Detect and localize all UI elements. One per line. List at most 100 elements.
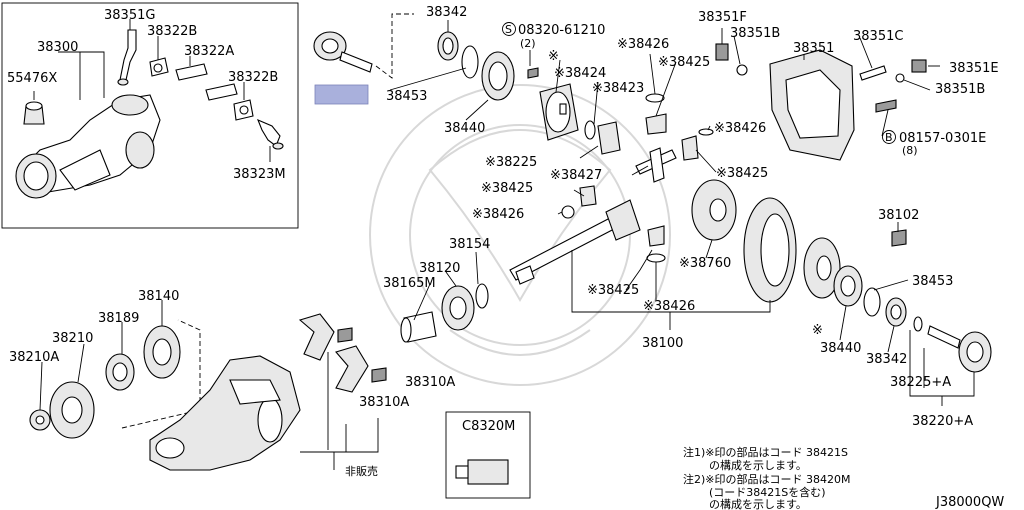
drive-pinion-38100 bbox=[509, 199, 641, 285]
spacer-38154 bbox=[475, 283, 489, 309]
gasket-38351b-top bbox=[736, 64, 748, 76]
label-38100: 38100 bbox=[642, 336, 683, 351]
note-2-line-2: (コード38421Sを含む) bbox=[709, 485, 826, 499]
pinion-38425-lower bbox=[647, 225, 665, 247]
diff-case-right bbox=[803, 237, 841, 299]
bearing-38440-top bbox=[481, 51, 515, 101]
ring-gear bbox=[743, 197, 797, 303]
label-38425-c: ※38425 bbox=[481, 181, 533, 196]
label-star-mark-right: ※ bbox=[812, 323, 823, 338]
note-1-line-1: 注1)※印の部品はコード 38421S bbox=[683, 445, 848, 459]
label-hanbai: 非販売 bbox=[345, 465, 378, 478]
label-38423: ※38423 bbox=[592, 81, 644, 96]
watermark-emblem bbox=[369, 84, 671, 386]
washer-38425-left bbox=[579, 185, 597, 207]
b-circle-icon: B bbox=[882, 130, 896, 144]
label-38426-c: ※38426 bbox=[472, 207, 524, 222]
note-2-line-3: の構成を示します。 bbox=[709, 498, 807, 510]
label-38453-top: 38453 bbox=[386, 89, 427, 104]
bearing-38342-right bbox=[885, 297, 907, 327]
rear-cover-38351 bbox=[769, 49, 855, 161]
label-38120: 38120 bbox=[419, 261, 460, 276]
label-38140: 38140 bbox=[138, 289, 179, 304]
spacer-38453-top bbox=[461, 45, 479, 79]
diagram-code: J38000QW bbox=[935, 495, 1004, 510]
label-38351: 38351 bbox=[793, 41, 834, 56]
side-gear-38760 bbox=[691, 179, 737, 241]
label-38310a-b: 38310A bbox=[359, 395, 409, 410]
label-38426-b: ※38426 bbox=[714, 121, 766, 136]
label-38351g: 38351G bbox=[104, 8, 155, 23]
breather-hose-38351g bbox=[117, 29, 137, 86]
side-flange-38220a bbox=[927, 325, 992, 373]
label-38210: 38210 bbox=[52, 331, 93, 346]
label-38760: ※38760 bbox=[679, 256, 731, 271]
seal-ring-right bbox=[913, 316, 923, 332]
label-38351b-b: 38351B bbox=[935, 82, 985, 97]
label-38225: ※38225 bbox=[485, 155, 537, 170]
label-38220a: 38220+A bbox=[912, 414, 973, 429]
label-38300: 38300 bbox=[37, 40, 78, 55]
spacer-38453-right bbox=[863, 287, 881, 317]
bearing-38120 bbox=[441, 285, 475, 331]
breather-38323m bbox=[256, 118, 284, 150]
c8320m-box bbox=[445, 411, 531, 499]
gear-carrier-housing bbox=[149, 355, 301, 471]
label-38425-b: ※38425 bbox=[716, 166, 768, 181]
inset-frame bbox=[1, 2, 299, 229]
label-38210a: 38210A bbox=[9, 350, 59, 365]
washer-38426-left bbox=[561, 205, 575, 219]
label-38322b-lower: 38322B bbox=[228, 70, 278, 85]
bearing-38342-top bbox=[437, 31, 459, 61]
companion-flange bbox=[313, 31, 373, 73]
collapsible-spacer-38165m bbox=[400, 311, 437, 343]
label-38165m: 38165M bbox=[383, 276, 436, 291]
note-1-line-2: の構成を示します。 bbox=[709, 459, 807, 472]
thrust-38225 bbox=[584, 120, 596, 140]
label-38310a-a: 38310A bbox=[405, 375, 455, 390]
seal-55476x bbox=[23, 101, 45, 125]
flange-38210 bbox=[49, 381, 95, 439]
inset-leaders bbox=[33, 19, 271, 162]
label-38440-top: 38440 bbox=[444, 121, 485, 136]
label-08157-qty: (8) bbox=[902, 144, 918, 157]
label-38425-a: ※38425 bbox=[658, 55, 710, 70]
label-38427: ※38427 bbox=[550, 168, 602, 183]
label-38102: 38102 bbox=[878, 208, 919, 223]
diff-case-38424 bbox=[539, 83, 579, 141]
label-08320: 08320-61210 bbox=[518, 23, 605, 38]
label-38322b-upper: 38322B bbox=[147, 24, 197, 39]
label-38351b-a: 38351B bbox=[730, 26, 780, 41]
label-38426-a: ※38426 bbox=[617, 37, 669, 52]
note-2-line-1: 注2)※印の部品はコード 38420M bbox=[683, 472, 851, 486]
label-38225a: 38225+A bbox=[890, 375, 951, 390]
screw-08320 bbox=[527, 67, 539, 79]
label-38323m: 38323M bbox=[233, 167, 286, 182]
gear-38423 bbox=[597, 121, 621, 155]
bolt-38102 bbox=[891, 229, 907, 247]
bolt-08157 bbox=[875, 99, 897, 113]
label-38351e: 38351E bbox=[949, 61, 999, 76]
label-38342-right: 38342 bbox=[866, 352, 907, 367]
nut-38210a bbox=[29, 409, 51, 431]
svg-text:S: S bbox=[505, 23, 512, 36]
highlight-box bbox=[314, 84, 369, 105]
label-38351c: 38351C bbox=[853, 29, 903, 44]
label-38440-right: 38440 bbox=[820, 341, 861, 356]
label-38425-d: ※38425 bbox=[587, 283, 639, 298]
label-38189: 38189 bbox=[98, 311, 139, 326]
pinion-shaft-38427 bbox=[635, 147, 677, 183]
clip-38322b-lower bbox=[233, 99, 254, 121]
s-circle-icon: S bbox=[502, 22, 516, 36]
svg-text:B: B bbox=[885, 131, 893, 144]
label-38426-d: ※38426 bbox=[643, 299, 695, 314]
bearing-38140 bbox=[143, 325, 181, 379]
main-leaders bbox=[39, 20, 975, 411]
label-38322a: 38322A bbox=[184, 44, 234, 59]
label-08157: 08157-0301E bbox=[899, 131, 986, 146]
pinion-38425-top bbox=[645, 113, 667, 135]
side-bearing-caps bbox=[298, 313, 387, 393]
seal-38189 bbox=[105, 353, 135, 391]
gear-38425-mid bbox=[681, 128, 714, 161]
